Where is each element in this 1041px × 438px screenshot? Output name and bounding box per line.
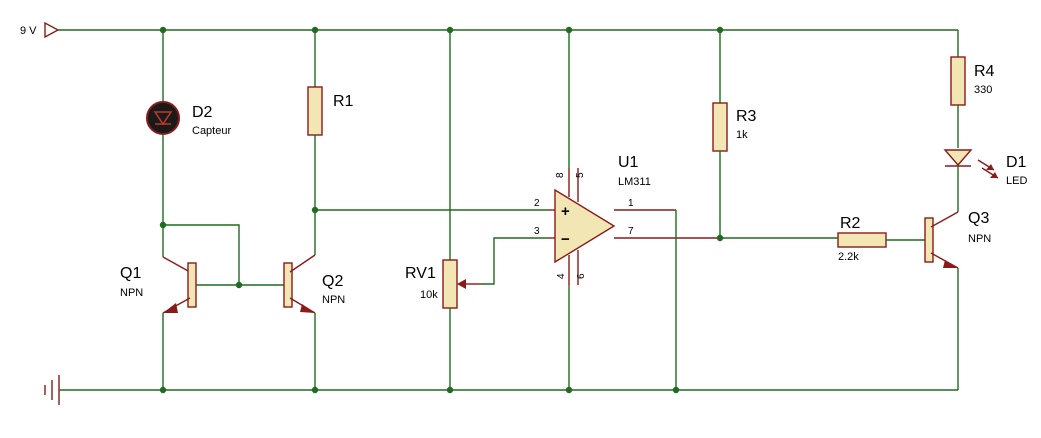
d1-ref: D1 [1006,154,1027,171]
q3-ref: Q3 [968,210,989,227]
q2-transistor: Q2 NPN [239,254,345,314]
q2-ref: Q2 [322,273,343,290]
d2-sensor-diode: D2 Capteur [146,30,231,225]
u1-pin4: 4 [556,273,567,279]
r2-ref: R2 [840,215,861,232]
r1-ref: R1 [333,93,354,110]
u1-pin7: 7 [628,226,634,237]
rv1-wiper-wire [481,237,548,285]
u1-value: LM311 [618,176,651,188]
r4-value: 330 [974,84,992,96]
rv1-value: 10k [420,289,438,301]
u1-plus-sign: + [561,203,570,220]
ground-symbol [44,375,60,405]
u1-pin3: 3 [534,226,540,237]
q1-value: NPN [120,287,143,299]
supply-label: 9 V [20,25,37,37]
q2-value: NPN [322,294,345,306]
u1-pin6: 6 [576,273,587,279]
rv1-potentiometer: RV1 10k [405,30,481,390]
d2-ref: D2 [192,104,213,121]
rv1-ref: RV1 [405,265,436,282]
r4-resistor: R4 330 [950,30,995,148]
q3-value: NPN [968,233,991,245]
r1-resistor: R1 [307,30,354,210]
d1-value: LED [1006,175,1027,187]
r3-resistor: R3 1k [712,30,757,238]
u1-comparator: + − 2 3 8 5 4 6 1 7 U1 LM311 [534,154,720,285]
r4-ref: R4 [974,63,995,80]
r3-value: 1k [736,129,748,141]
q3-transistor: Q3 NPN [924,210,991,269]
q1-ref: Q1 [120,265,141,282]
u1-minus-sign: − [561,231,570,248]
u1-pin5: 5 [575,172,586,178]
u1-pin2: 2 [534,198,540,209]
q1-collector-wire [163,224,240,285]
q1-transistor: Q1 NPN [120,256,239,314]
u1-pin1: 1 [628,198,634,209]
u1-pin8: 8 [555,172,566,178]
d2-value: Capteur [192,125,231,137]
u1-ref: U1 [618,154,639,171]
junction-dots [159,26,724,394]
r2-resistor: R2 2.2k [837,215,887,263]
supply-terminal: 9 V [20,21,60,39]
r2-value: 2.2k [838,251,859,263]
r3-ref: R3 [736,108,757,125]
d1-led: D1 LED [943,149,1027,187]
